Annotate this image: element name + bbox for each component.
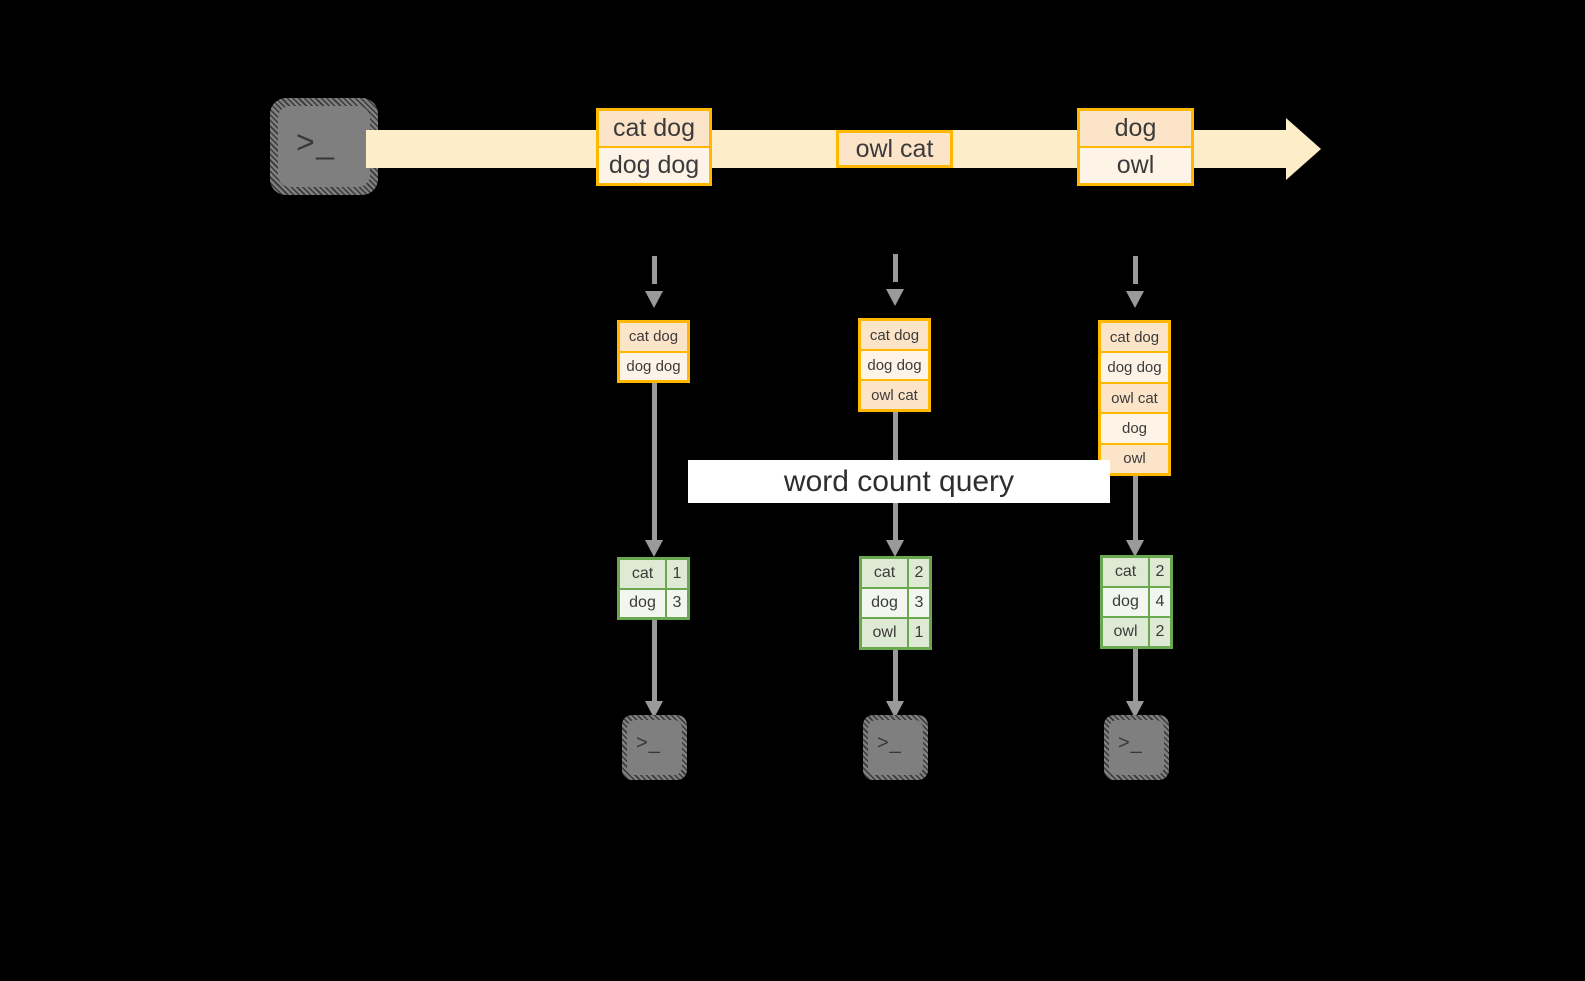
stream-to-snapshot-arrow-3 <box>1119 256 1151 318</box>
result-word: cat <box>620 560 665 588</box>
arrow-head-icon <box>1126 291 1144 308</box>
terminal-prompt-glyph: >_ <box>877 732 902 754</box>
terminal-screen <box>1109 720 1164 775</box>
arrow-shaft <box>1132 476 1138 540</box>
arrow-shaft <box>651 383 657 540</box>
result-count: 4 <box>1148 588 1170 616</box>
terminal-screen <box>868 720 923 775</box>
stream-message-line: dog <box>1080 111 1191 146</box>
snapshot-input-table-2: cat dog dog dog owl cat <box>858 318 931 412</box>
input-row: cat dog <box>1101 323 1168 352</box>
stream-message-line: cat dog <box>599 111 709 146</box>
arrow-head-icon <box>645 540 663 557</box>
result-row: cat 2 <box>862 559 929 587</box>
query-label-text: word count query <box>783 464 1015 498</box>
result-row: owl 2 <box>1103 616 1170 646</box>
query-arrow-1 <box>638 383 670 557</box>
result-table-1: cat 1 dog 3 <box>617 557 690 620</box>
arrow-shaft <box>1132 256 1138 284</box>
snapshot-input-table-1: cat dog dog dog <box>617 320 690 383</box>
stream-message-2: owl cat <box>836 130 953 168</box>
result-row: owl 1 <box>862 617 929 647</box>
result-to-sink-arrow-3 <box>1119 649 1151 718</box>
input-row: owl <box>1101 442 1168 474</box>
result-count: 2 <box>1148 618 1170 646</box>
stream-to-snapshot-arrow-2 <box>879 254 911 316</box>
arrow-shaft <box>1132 649 1138 701</box>
stream-message-1: cat dog dog dog <box>596 108 712 186</box>
result-word: cat <box>862 559 907 587</box>
result-row: cat 2 <box>1103 558 1170 586</box>
arrow-head-icon <box>886 701 904 718</box>
input-row: dog dog <box>861 349 928 379</box>
result-count: 3 <box>907 589 929 617</box>
terminal-prompt-glyph: >_ <box>296 124 336 160</box>
result-word: owl <box>1103 618 1148 646</box>
input-row: dog dog <box>1101 351 1168 382</box>
arrow-shaft <box>892 650 898 701</box>
input-row: owl cat <box>1101 381 1168 413</box>
result-to-sink-arrow-1 <box>638 620 670 718</box>
sink-terminal-icon-1: >_ <box>622 715 687 780</box>
result-count: 2 <box>907 559 929 587</box>
arrow-head-icon <box>886 289 904 306</box>
result-row: cat 1 <box>620 560 687 588</box>
result-to-sink-arrow-2 <box>879 650 911 718</box>
stream-message-3: dog owl <box>1077 108 1194 186</box>
terminal-prompt-glyph: >_ <box>636 732 661 754</box>
result-word: dog <box>620 589 665 617</box>
arrow-head-icon <box>645 291 663 308</box>
query-arrow-3 <box>1119 476 1151 557</box>
stream-message-line: dog dog <box>599 146 709 183</box>
result-count: 1 <box>665 560 687 588</box>
query-label-band: word count query <box>688 460 1110 503</box>
terminal-screen <box>627 720 682 775</box>
sink-terminal-icon-2: >_ <box>863 715 928 780</box>
stream-message-line: owl cat <box>839 133 950 165</box>
arrow-head-icon <box>1126 701 1144 718</box>
stream-arrow-head-icon <box>1286 118 1321 180</box>
result-word: cat <box>1103 558 1148 586</box>
snapshot-input-table-3: cat dog dog dog owl cat dog owl <box>1098 320 1171 476</box>
result-row: dog 3 <box>620 587 687 617</box>
input-row: cat dog <box>620 323 687 351</box>
sink-terminal-icon-3: >_ <box>1104 715 1169 780</box>
input-row: cat dog <box>861 321 928 349</box>
terminal-prompt-glyph: >_ <box>1118 732 1143 754</box>
input-row: owl cat <box>861 379 928 409</box>
arrow-shaft <box>651 256 657 284</box>
stream-to-snapshot-arrow-1 <box>638 256 670 318</box>
result-count: 2 <box>1148 558 1170 586</box>
result-count: 3 <box>665 589 687 617</box>
arrow-head-icon <box>645 701 663 718</box>
result-count: 1 <box>907 619 929 647</box>
stream-message-line: owl <box>1080 146 1191 183</box>
arrow-shaft <box>651 620 657 701</box>
arrow-head-icon <box>886 540 904 557</box>
source-terminal-icon: >_ <box>270 98 378 195</box>
result-word: dog <box>862 589 907 617</box>
arrow-head-icon <box>1126 540 1144 557</box>
input-row: dog <box>1101 412 1168 443</box>
terminal-screen <box>278 106 370 187</box>
result-row: dog 4 <box>1103 586 1170 616</box>
input-row: dog dog <box>620 350 687 380</box>
result-row: dog 3 <box>862 587 929 617</box>
arrow-shaft <box>892 254 898 282</box>
result-word: owl <box>862 619 907 647</box>
result-table-3: cat 2 dog 4 owl 2 <box>1100 555 1173 649</box>
result-word: dog <box>1103 588 1148 616</box>
result-table-2: cat 2 dog 3 owl 1 <box>859 556 932 650</box>
